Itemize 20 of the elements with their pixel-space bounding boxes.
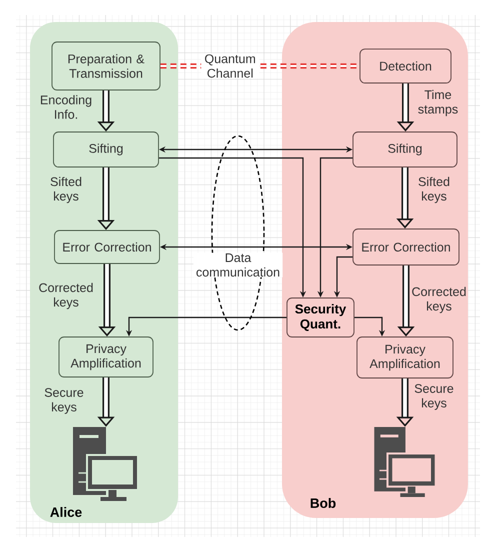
edge-label: Time stamps — [418, 90, 458, 116]
edge-label: Secure keys — [44, 388, 84, 414]
computer-icon — [73, 427, 139, 501]
process-box: Privacy Amplification — [58, 336, 154, 378]
computer-icon — [374, 427, 437, 497]
process-box: Security Quant. — [286, 298, 354, 338]
process-box: Sifting — [53, 132, 159, 168]
process-box: Detection — [360, 48, 452, 84]
process-box: Sifting — [352, 132, 458, 168]
edge-label: Sifted keys — [418, 176, 450, 204]
edge-label: Corrected keys — [412, 286, 466, 314]
process-box: Preparation & Transmission — [52, 42, 160, 90]
edge-label: Secure keys — [414, 384, 454, 410]
process-box: Error Correction — [54, 230, 160, 264]
edge-label: Encoding Info. — [40, 95, 92, 119]
edge-label: Sifted keys — [50, 176, 82, 204]
edge-label: Corrected keys — [39, 282, 93, 310]
process-box: Error Correction — [352, 228, 460, 266]
edge-label: Quantum Channel — [201, 53, 260, 79]
process-box: Privacy Amplification — [356, 336, 454, 378]
